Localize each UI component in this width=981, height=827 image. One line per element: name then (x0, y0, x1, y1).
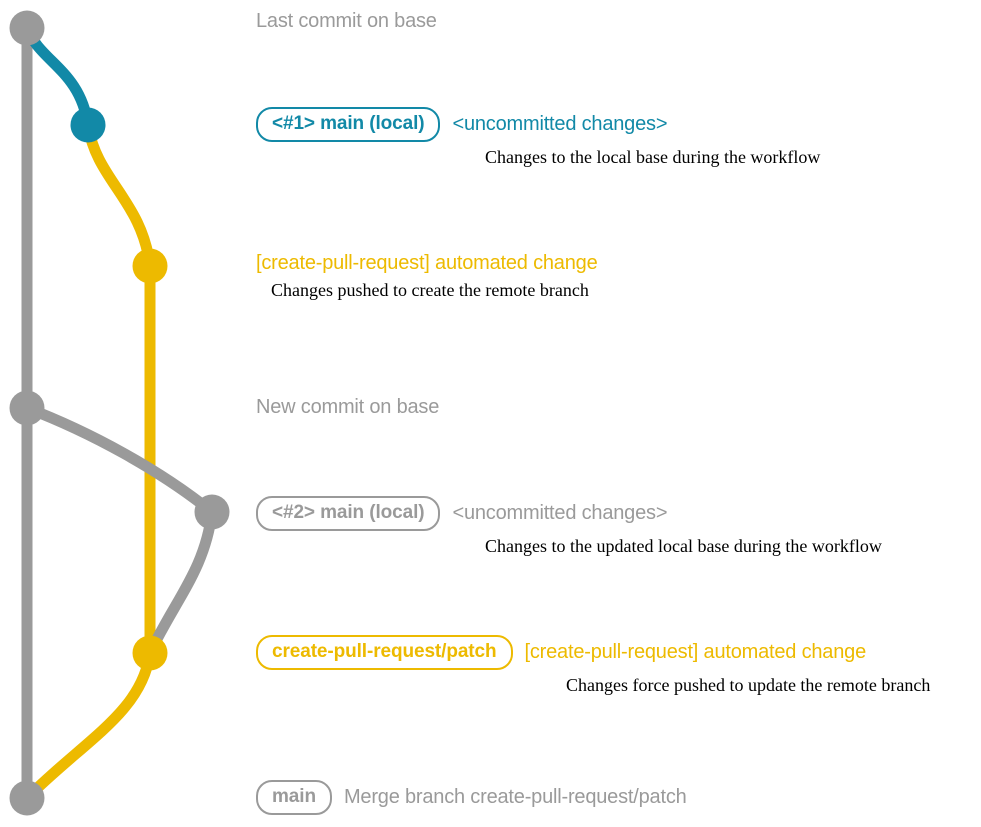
branch-badge-local-main-1[interactable]: <#1> main (local) (256, 107, 441, 142)
commit-row-merge: main Merge branch create-pull-request/pa… (256, 780, 687, 815)
row-head: Last commit on base (256, 10, 437, 33)
commit-ref-text: Merge branch create-pull-request/patch (343, 785, 687, 808)
commit-description: Changes force pushed to update the remot… (566, 674, 931, 695)
branch-badge-main[interactable]: main (256, 780, 332, 815)
row-head: create-pull-request/patch [create-pull-r… (256, 635, 930, 670)
commit-description: Changes to the updated local base during… (485, 535, 882, 556)
commit-row-automated-change-1: [create-pull-request] automated change C… (256, 252, 598, 301)
commit-title: Last commit on base (256, 10, 437, 32)
commit-ref-text: [create-pull-request] automated change (524, 640, 867, 663)
row-head: main Merge branch create-pull-request/pa… (256, 780, 687, 815)
row-head: <#2> main (local) <uncommitted changes> (256, 496, 882, 531)
row-head: [create-pull-request] automated change (256, 252, 598, 275)
row-head: New commit on base (256, 396, 439, 419)
commit-row-automated-change-2: create-pull-request/patch [create-pull-r… (256, 635, 930, 696)
branch-badge-create-pull-request-patch[interactable]: create-pull-request/patch (256, 635, 513, 670)
commit-description: Changes pushed to create the remote bran… (271, 280, 589, 300)
branch-badge-local-main-2[interactable]: <#2> main (local) (256, 496, 441, 531)
commit-ref-text: <uncommitted changes> (452, 112, 668, 135)
commit-row-new-commit-on-base: New commit on base (256, 396, 439, 419)
commit-row-local-main-1: <#1> main (local) <uncommitted changes> … (256, 107, 820, 168)
commit-title: [create-pull-request] automated change (256, 252, 598, 274)
commit-row-local-main-2: <#2> main (local) <uncommitted changes> … (256, 496, 882, 557)
commit-description: Changes to the local base during the wor… (485, 146, 821, 167)
row-head: <#1> main (local) <uncommitted changes> (256, 107, 820, 142)
commit-title: New commit on base (256, 396, 440, 418)
commit-row-last-commit-on-base: Last commit on base (256, 10, 437, 33)
commit-ref-text: <uncommitted changes> (452, 501, 668, 524)
